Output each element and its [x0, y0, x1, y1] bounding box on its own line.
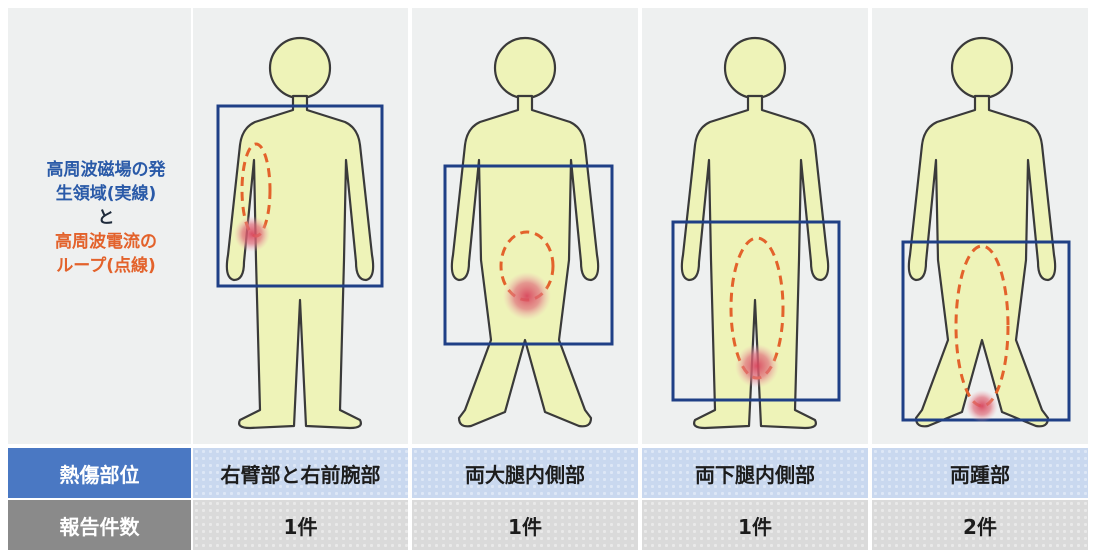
figure-3	[673, 38, 839, 428]
report-count-header: 報告件数	[8, 500, 191, 550]
figures-svg	[0, 0, 1096, 448]
burn-site-cell-3: 両下腿内側部	[642, 448, 868, 498]
body-outline-4	[909, 38, 1055, 426]
burn-site-header: 熱傷部位	[8, 448, 191, 498]
report-count-cell-1: 1件	[193, 500, 408, 550]
burn-spot-1	[234, 216, 270, 252]
burn-spot-2	[503, 272, 551, 320]
burn-site-cell-4: 両踵部	[872, 448, 1088, 498]
figure-1	[218, 38, 382, 428]
report-count-cell-3: 1件	[642, 500, 868, 550]
report-count-cell-4: 2件	[872, 500, 1088, 550]
report-count-row: 報告件数 1件 1件 1件 2件	[0, 500, 1096, 550]
figure-2	[445, 38, 612, 426]
burn-spot-4	[966, 390, 998, 422]
burn-site-cell-2: 両大腿内側部	[412, 448, 638, 498]
report-count-cell-2: 1件	[412, 500, 638, 550]
figure-4	[903, 38, 1069, 426]
burn-spot-3	[735, 344, 779, 388]
burn-site-cell-1: 右臂部と右前腕部	[193, 448, 408, 498]
burn-site-row: 熱傷部位 右臂部と右前腕部 両大腿内側部 両下腿内側部 両踵部	[0, 448, 1096, 498]
